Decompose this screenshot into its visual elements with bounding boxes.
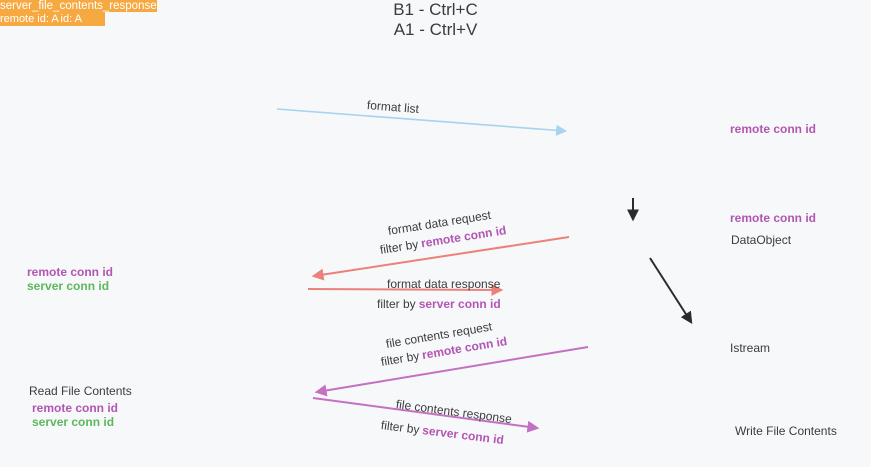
format-data-response-label: format data response xyxy=(387,277,501,291)
server-file-contents-response-box: server_file_contents_response xyxy=(0,0,157,12)
dataobject-annotation: DataObject xyxy=(731,233,792,247)
write-file-contents-annotation: Write File Contents xyxy=(735,424,837,438)
diagram-title: B1 - Ctrl+C A1 - Ctrl+V xyxy=(0,0,871,40)
filter-by-text: filter by xyxy=(379,348,421,369)
getdata-to-istream-arrow xyxy=(649,257,693,325)
filter-by-text: filter by xyxy=(378,237,420,257)
title-line-2: A1 - Ctrl+V xyxy=(393,20,478,39)
format-list-label: format list xyxy=(366,98,420,117)
istream-annotation: Istream xyxy=(730,341,771,355)
filter-by-text: filter by xyxy=(377,297,416,311)
server-conn-id-filter-text: server conn id xyxy=(421,423,505,448)
conn-id-pair-bottom: remote conn id server conn id xyxy=(32,401,118,429)
read-file-contents-annotation: Read File Contents xyxy=(29,384,132,398)
remote-conn-id-annotation-mid: remote conn id xyxy=(730,211,817,225)
remote-conn-id-left-top: remote conn id xyxy=(27,265,114,279)
remote-conn-id-left-bottom: remote conn id xyxy=(32,401,119,415)
title-line-1: B1 - Ctrl+C xyxy=(393,0,478,19)
server-conn-id-left-top: server conn id xyxy=(27,279,110,293)
server-conn-id-left-bottom: server conn id xyxy=(32,415,115,429)
conn-id-pair-top: remote conn id server conn id xyxy=(27,265,113,293)
filter-by-text: filter by xyxy=(380,418,421,437)
istream-line2: remote id: A xyxy=(0,13,59,25)
remote-conn-id-annotation-top: remote conn id xyxy=(730,122,817,136)
server-conn-id-filter-text: server conn id xyxy=(418,297,501,311)
format-list-arrow xyxy=(276,108,568,136)
server-file-contents-response-label: server_file_contents_response xyxy=(0,0,157,12)
